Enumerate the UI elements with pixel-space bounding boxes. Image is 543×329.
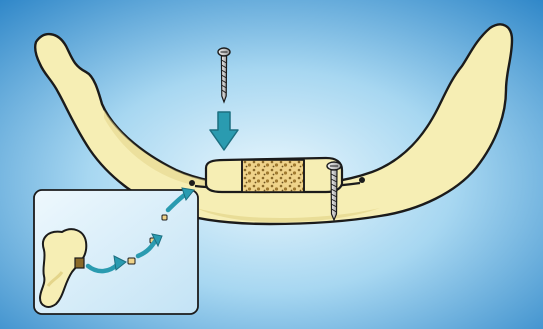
donor-site-inset	[34, 190, 198, 314]
notch-right	[359, 177, 365, 183]
notch-left	[189, 180, 195, 186]
bone-graft-block	[206, 158, 342, 192]
